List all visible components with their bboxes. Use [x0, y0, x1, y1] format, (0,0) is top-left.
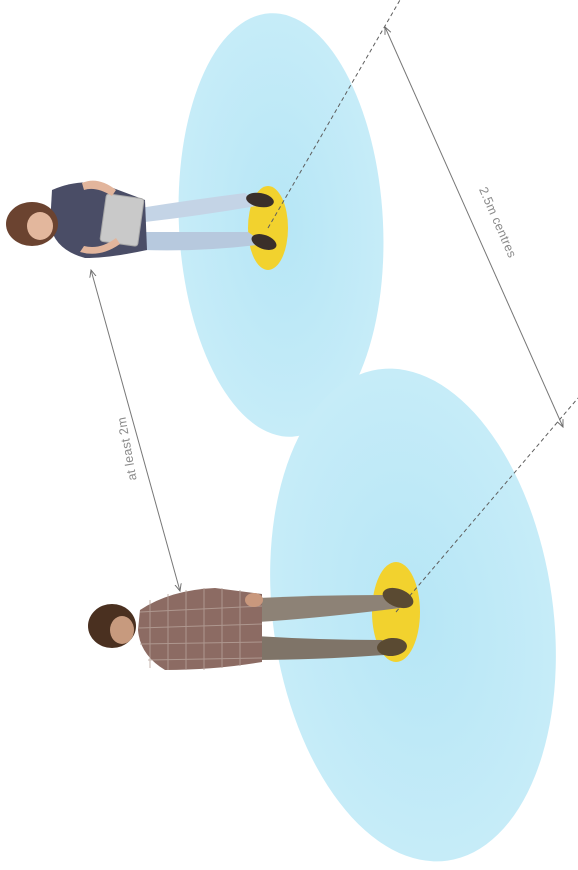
min-distance-label: at least 2m: [115, 416, 140, 482]
min-distance-arrow: [91, 270, 180, 591]
centres-label: 2.5m centres: [476, 185, 519, 260]
centres-dimension-arrow: [385, 27, 563, 427]
